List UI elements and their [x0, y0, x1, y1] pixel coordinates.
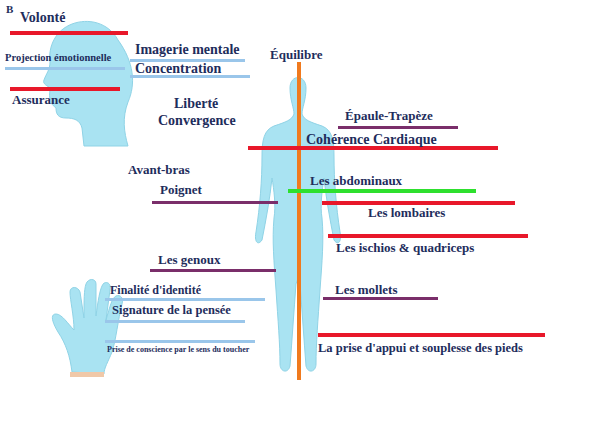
- balance-axis: [297, 62, 301, 380]
- label-text: Poignet: [160, 183, 202, 197]
- head-silhouette: [44, 21, 133, 146]
- label-text: Épaule-Trapèze: [345, 109, 433, 123]
- label-text: Les mollets: [335, 283, 397, 297]
- bar: [105, 340, 255, 343]
- label-text: Convergence: [158, 113, 236, 128]
- label-text: Les ischios & quadriceps: [336, 241, 474, 255]
- bar: [288, 189, 476, 193]
- bar: [150, 269, 276, 272]
- bar: [323, 297, 438, 300]
- label-text: Équilibre: [270, 48, 323, 62]
- bar: [5, 67, 125, 70]
- wrist-base: [70, 372, 104, 377]
- underline-bars: [5, 31, 545, 343]
- bar: [10, 87, 120, 91]
- bar: [318, 333, 545, 337]
- label-text: Projection émotionnelle: [5, 52, 111, 64]
- label-text: Concentration: [135, 61, 221, 76]
- bar: [338, 126, 458, 129]
- bar: [10, 31, 128, 35]
- label-text: Les lombaires: [368, 206, 445, 220]
- label-text: Finalité d'identité: [110, 284, 201, 297]
- label-text: Les genoux: [158, 253, 220, 267]
- label-text: B: [6, 3, 13, 15]
- label-text: Volonté: [20, 10, 65, 25]
- label-text: Cohérence Cardiaque: [306, 132, 437, 147]
- label-text: Avant-bras: [128, 163, 190, 177]
- bar: [105, 320, 245, 323]
- bar: [322, 201, 515, 205]
- bar: [105, 298, 265, 301]
- label-text: Imagerie mentale: [135, 42, 240, 57]
- bar: [152, 201, 278, 204]
- label-text: Les abdominaux: [310, 174, 402, 188]
- label-text: Prise de conscience par le sens du touch…: [107, 346, 249, 355]
- bar: [328, 234, 528, 238]
- label-text: Signature de la pensée: [112, 304, 231, 318]
- label-text: Liberté: [174, 96, 218, 111]
- label-text: Assurance: [12, 93, 70, 107]
- label-text: La prise d'appui et souplesse des pieds: [318, 342, 523, 356]
